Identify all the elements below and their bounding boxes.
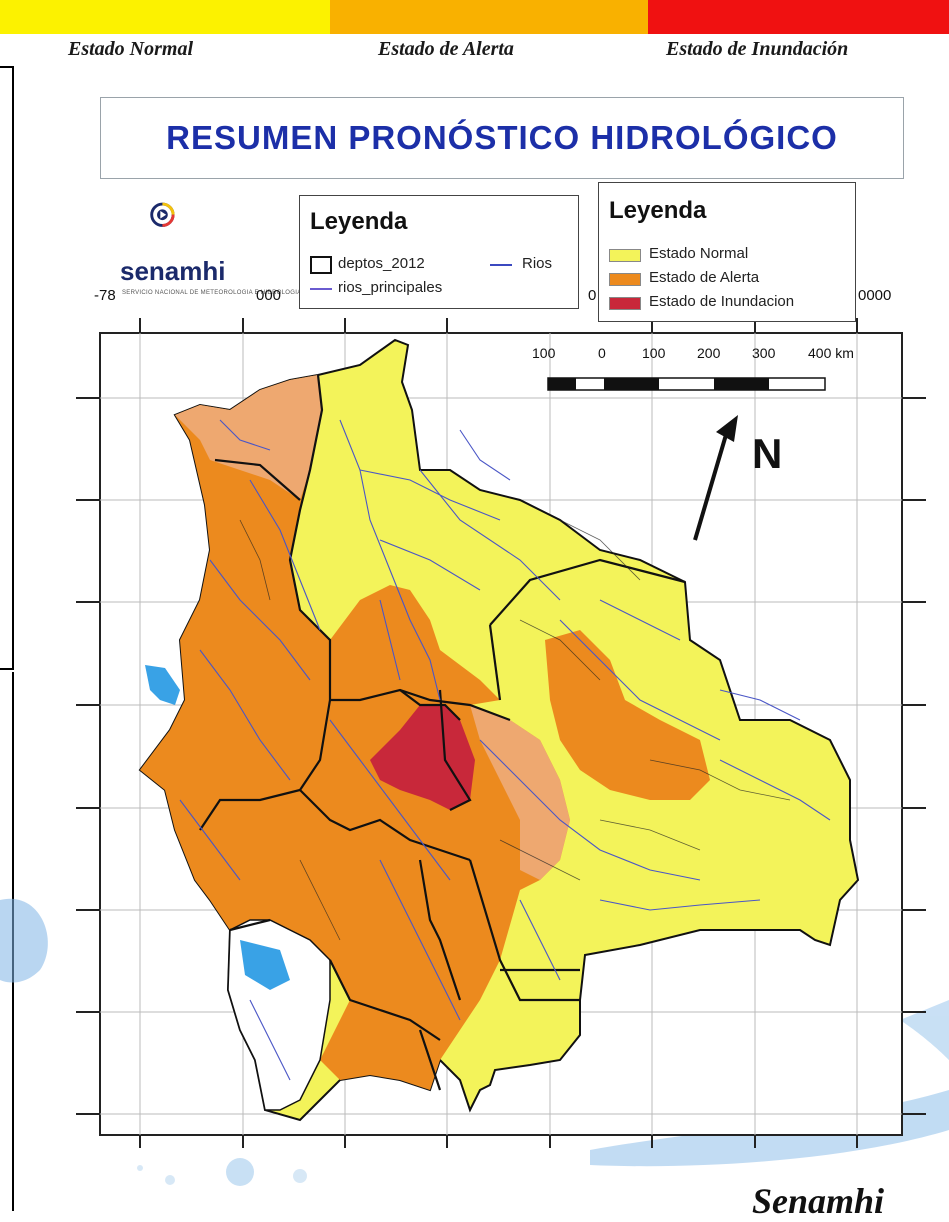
senamhi-logo-icon	[150, 202, 175, 227]
left-frame-tick-lower	[0, 668, 14, 670]
senamhi-logo-subtitle: SERVICIO NACIONAL DE METEOROLOGIA E HIDR…	[122, 290, 302, 296]
graticule-ticks	[76, 318, 926, 1148]
legend-alerta-label: Estado de Alerta	[649, 269, 760, 286]
left-frame-line	[12, 68, 14, 668]
territory-alerta-west	[140, 375, 570, 1090]
legend-inundacion-label: Estado de Inundacion	[649, 293, 795, 310]
department-boundaries	[199, 374, 686, 1091]
legend-inundacion-swatch	[609, 297, 641, 310]
legend-rios-principales-label: rios_principales	[338, 279, 443, 296]
legend-rios-principales-symbol	[310, 288, 332, 290]
senamhi-logo-text: senamhi	[120, 256, 226, 286]
rios-lines	[239, 519, 791, 941]
legend-states: Leyenda Estado Normal Estado de Alerta E…	[598, 182, 856, 322]
legend-states-title: Leyenda	[609, 197, 707, 224]
legend-normal-label: Estado Normal	[649, 245, 749, 262]
scale-label-4: 300	[752, 345, 776, 361]
legend-normal-swatch	[609, 249, 641, 262]
lake-titicaca	[145, 665, 180, 705]
status-normal-label: Estado Normal	[68, 38, 194, 60]
legend-rios-symbol	[490, 264, 512, 266]
scale-label-1: 0	[598, 345, 606, 361]
rivers	[179, 419, 831, 1081]
status-inundacion-swatch	[648, 0, 949, 34]
legend-rios-label: Rios	[522, 255, 553, 272]
status-alerta-label: Estado de Alerta	[378, 38, 514, 60]
coord-label-mid-b: 0	[588, 287, 597, 304]
scale-label-0: 100	[532, 345, 556, 361]
scale-label-2: 100	[642, 345, 666, 361]
legend-layers: Leyenda deptos_2012 Rios rios_principale…	[299, 195, 579, 309]
territory-alerta-central	[330, 585, 500, 705]
territory-alerta-pale-north	[175, 375, 322, 500]
territory-inundacion	[370, 705, 475, 810]
legend-alerta-swatch	[609, 273, 641, 286]
legend-deptos-label: deptos_2012	[338, 255, 425, 272]
status-inundacion-label: Estado de Inundación	[666, 38, 849, 60]
coord-label-left: -78	[94, 287, 116, 304]
status-alerta-swatch	[330, 0, 648, 34]
map-title: RESUMEN PRONÓSTICO HIDROLÓGICO	[166, 119, 838, 156]
coord-label-mid-a: 000	[256, 287, 282, 304]
territory-alerta-pale-mid	[470, 705, 570, 880]
footer-brand: Senamhi	[752, 1181, 885, 1221]
status-color-bar	[0, 0, 949, 34]
territory-alerta-east	[545, 630, 710, 800]
legend-deptos-symbol	[310, 256, 332, 274]
north-arrow-icon	[693, 415, 738, 541]
status-labels: Estado Normal Estado de Alerta Estado de…	[0, 36, 949, 64]
map-title-box: RESUMEN PRONÓSTICO HIDROLÓGICO	[100, 97, 904, 179]
north-label: N	[752, 430, 783, 477]
scale-label-3: 200	[697, 345, 721, 361]
scale-label-5: 400 km	[808, 345, 854, 361]
scale-bar	[547, 377, 826, 391]
lake-south	[240, 940, 290, 990]
territory	[138, 338, 860, 1122]
status-normal-swatch	[0, 0, 330, 34]
left-frame-tick	[0, 66, 14, 68]
legend-layers-title: Leyenda	[310, 208, 408, 235]
coord-label-right: 0000	[858, 287, 892, 304]
